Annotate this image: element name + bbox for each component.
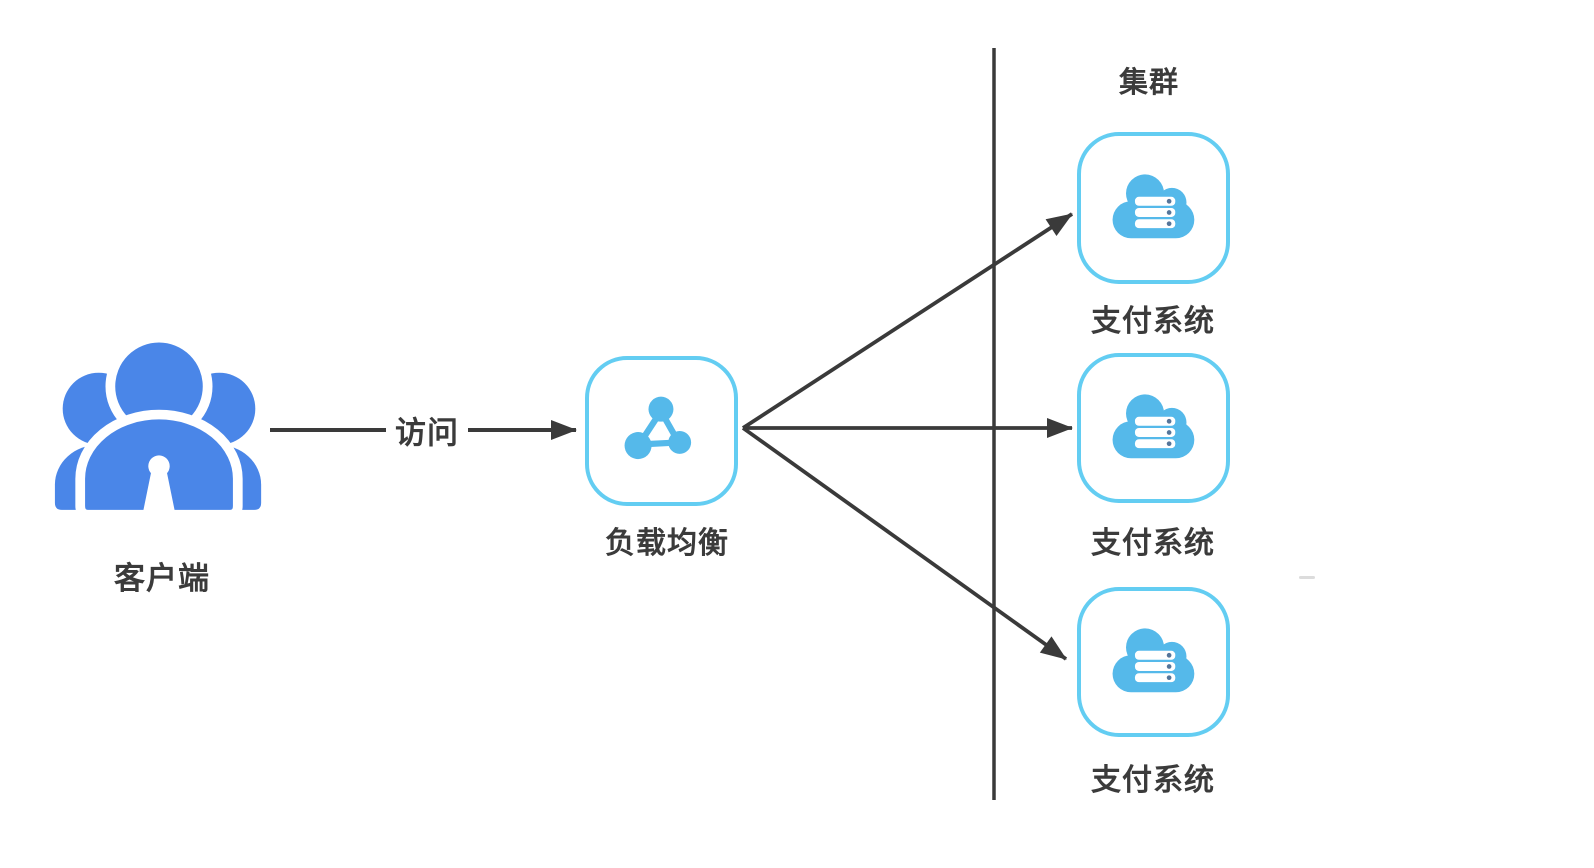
- client-label: 客户端: [114, 561, 210, 596]
- cluster-label: 集群: [1118, 67, 1180, 99]
- network-nodes-icon: [624, 396, 691, 460]
- server-node-3: [1077, 587, 1230, 737]
- client-node: [52, 308, 266, 524]
- lb-to-server1-arrow: [741, 212, 1074, 430]
- stray-mark: [1299, 576, 1315, 579]
- server-label-1: 支付系统: [1091, 305, 1215, 338]
- access-arrow-label: 访问: [386, 407, 468, 453]
- server-node-2: [1077, 353, 1230, 503]
- cloud-server-icon: [1112, 394, 1194, 459]
- cloud-server-icon: [1112, 628, 1194, 693]
- load-balancer-label: 负载均衡: [605, 527, 729, 560]
- server-node-1: [1077, 132, 1230, 284]
- lb-to-server3-arrow: [741, 426, 1068, 661]
- users-group-icon: [54, 332, 262, 520]
- load-balancer-node: [585, 356, 738, 506]
- cloud-server-icon: [1112, 174, 1194, 239]
- server-label-3: 支付系统: [1091, 764, 1215, 797]
- server-label-2: 支付系统: [1091, 527, 1215, 560]
